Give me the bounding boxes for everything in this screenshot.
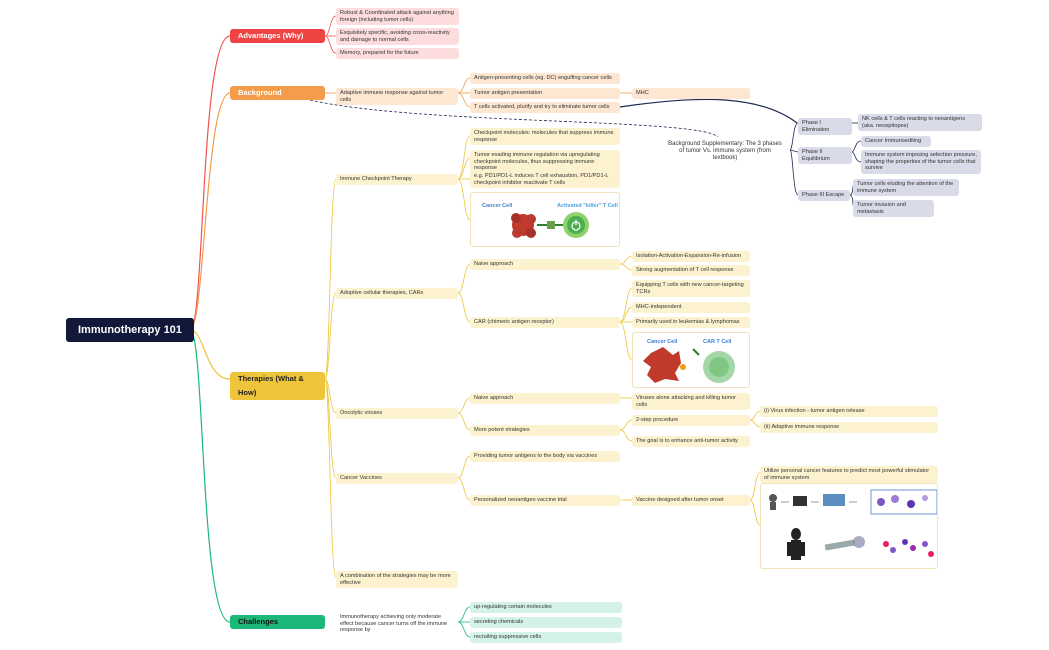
vaccines-providing[interactable]: Providing tumor antigens to the body via… (470, 451, 620, 462)
root-topic[interactable]: Immunotherapy 101 (66, 318, 194, 342)
car-item[interactable]: MHC-independent (632, 302, 750, 313)
phase-equilibrium[interactable]: Phase II Equilibrium (798, 147, 852, 165)
vaccines-utilize[interactable]: Utilize personal cancer features to pred… (760, 466, 938, 484)
branch-background[interactable]: Background (230, 86, 325, 100)
phase-escape[interactable]: Phase III Escape (798, 190, 850, 201)
challenge-item[interactable]: recruiting suppressive cells (470, 632, 622, 643)
t-cell-caption: Activated "killer" T Cell (557, 203, 618, 209)
therapy-checkpoint[interactable]: Immune Checkpoint Therapy (336, 174, 458, 185)
checkpoint-item[interactable]: e.g. PD1/PD1-L induces T cell exhaustion… (470, 171, 620, 189)
background-step[interactable]: Antigen-presenting cells (eg. DC) engulf… (470, 73, 620, 84)
cancer-cell-caption: Cancer Cell (647, 339, 678, 345)
car-t-cell-caption: CAR T Cell (703, 339, 732, 345)
therapy-oncolytic[interactable]: Oncolytic viruses (336, 408, 458, 419)
cancer-tcell-icon (511, 212, 589, 238)
vaccine-workflow-illustration (760, 483, 938, 569)
vaccines-designed[interactable]: Vaccine designed after tumor onset (632, 495, 750, 506)
oncolytic-two-step[interactable]: 2-step procedure (632, 415, 750, 426)
oncolytic-goal[interactable]: The goal is to enhance anti-tumor activi… (632, 436, 750, 447)
vaccines-trial[interactable]: Personalized neoantigen vaccine trial (470, 495, 620, 506)
background-adaptive[interactable]: Adaptive immune response against tumor c… (336, 88, 458, 106)
phase-item[interactable]: NK cells & T cells reacting to neoantige… (858, 114, 982, 132)
background-step[interactable]: Tumor antigen presentation (470, 88, 620, 99)
branch-challenges[interactable]: Challenges (230, 615, 325, 629)
car-t-cell-icon (643, 347, 735, 383)
therapy-vaccines[interactable]: Cancer Vaccines (336, 473, 458, 484)
oncolytic-potent[interactable]: More potent strategies (470, 425, 620, 436)
adoptive-car[interactable]: CAR (chimeric antigen receptor) (470, 317, 620, 328)
phase-item[interactable]: Immune system imposing selection pressur… (861, 150, 981, 174)
car-item[interactable]: Equipping T cells with new cancer-target… (632, 280, 750, 298)
adoptive-naive-item[interactable]: Isolation-Activation-Expansion-Re-infusi… (632, 251, 750, 262)
checkpoint-item[interactable]: Checkpoint molecules: molecules that sup… (470, 128, 620, 146)
vaccine-workflow-icon (769, 489, 937, 560)
car-item[interactable]: Primarily used in leukemias & lymphomas (632, 317, 750, 328)
checkpoint-illustration: Cancer Cell Activated "killer" T Cell (470, 192, 620, 247)
phase-item[interactable]: Cancer Immunoediting (861, 136, 931, 147)
background-step[interactable]: T cells activated, plurify and try to el… (470, 102, 620, 113)
phase-item[interactable]: Tumor cells eluding the attention of the… (853, 179, 959, 197)
therapies-combination[interactable]: A combination of the strategies may be m… (336, 571, 458, 589)
advantage-item[interactable]: Memory, prepared for the future (336, 48, 459, 59)
adoptive-naive[interactable]: Naive approach (470, 259, 620, 270)
two-step-item[interactable]: (i) Virus infection - tumor antigen rele… (760, 406, 938, 417)
branch-therapies[interactable]: Therapies (What & How) (230, 372, 325, 400)
therapy-adoptive[interactable]: Adoptive cellular therapies, CARs (336, 288, 458, 299)
cancer-cell-caption: Cancer Cell (482, 203, 513, 209)
challenge-item[interactable]: secreting chemicals (470, 617, 622, 628)
phase-item[interactable]: Tumor invasion and metastasis (853, 200, 934, 218)
advantage-item[interactable]: Exquisitely specific, avoiding cross-rea… (336, 28, 459, 46)
oncolytic-naive[interactable]: Naive approach (470, 393, 620, 404)
background-supplementary[interactable]: Background Supplementary: The 3 phases o… (663, 139, 787, 164)
two-step-item[interactable]: (ii) Adaptive immune response (760, 422, 938, 433)
challenges-summary[interactable]: Immunotherapy achieving only moderate ef… (340, 614, 448, 634)
phase-elimination[interactable]: Phase I Elimination (798, 118, 852, 136)
background-mhc[interactable]: MHC (632, 88, 750, 99)
car-illustration: Cancer Cell CAR T Cell (632, 332, 750, 388)
branch-advantages[interactable]: Advantages (Why) (230, 29, 325, 43)
oncolytic-naive-item[interactable]: Viruses alone attacking and killing tumo… (632, 393, 750, 411)
adoptive-naive-item[interactable]: Strong augmentation of T cell response (632, 265, 750, 276)
checkpoint-item[interactable]: Tumor evading immune regulation via upre… (470, 150, 620, 174)
advantage-item[interactable]: Robust & Coordinated attack against anyt… (336, 8, 459, 26)
challenge-item[interactable]: up-regulating certain molecules (470, 602, 622, 613)
